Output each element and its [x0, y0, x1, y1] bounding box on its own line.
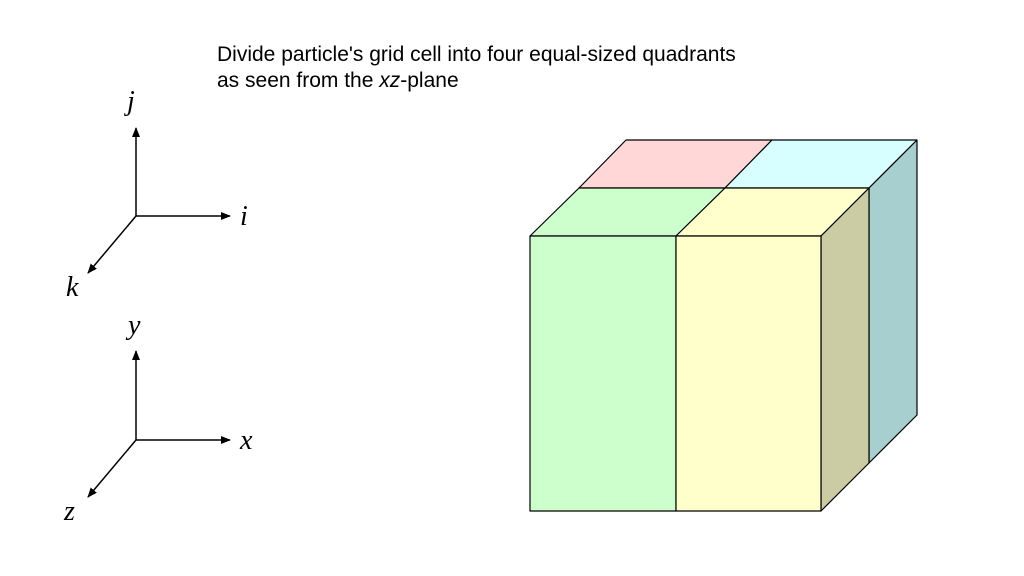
i-axis-label: i	[240, 201, 248, 232]
y-axis-label: y	[125, 310, 141, 341]
back-right-quadrant-side	[868, 139, 918, 464]
k-axis-label: k	[66, 272, 79, 303]
front-right-quadrant-side	[820, 187, 870, 512]
diagram-caption: Divide particle's grid cell into four eq…	[217, 42, 736, 94]
front-left-quadrant-front	[529, 235, 677, 512]
z-axis-arrow	[87, 439, 137, 498]
world-axes: y x z	[63, 310, 253, 527]
x-axis-label: x	[239, 425, 253, 456]
caption-line-2-suffix: -plane	[400, 69, 459, 92]
k-axis-arrow	[87, 215, 137, 274]
caption-line-2: as seen from the xz-plane	[217, 68, 736, 94]
grid-cell-cube	[529, 139, 918, 512]
caption-plane-name: xz	[379, 69, 401, 92]
j-axis-label: j	[124, 86, 135, 117]
grid-axes: j i k	[66, 86, 248, 303]
caption-line-1: Divide particle's grid cell into four eq…	[217, 43, 736, 66]
caption-line-2-prefix: as seen from the	[217, 69, 380, 92]
front-right-quadrant-front	[675, 235, 822, 512]
z-axis-label: z	[63, 496, 75, 527]
